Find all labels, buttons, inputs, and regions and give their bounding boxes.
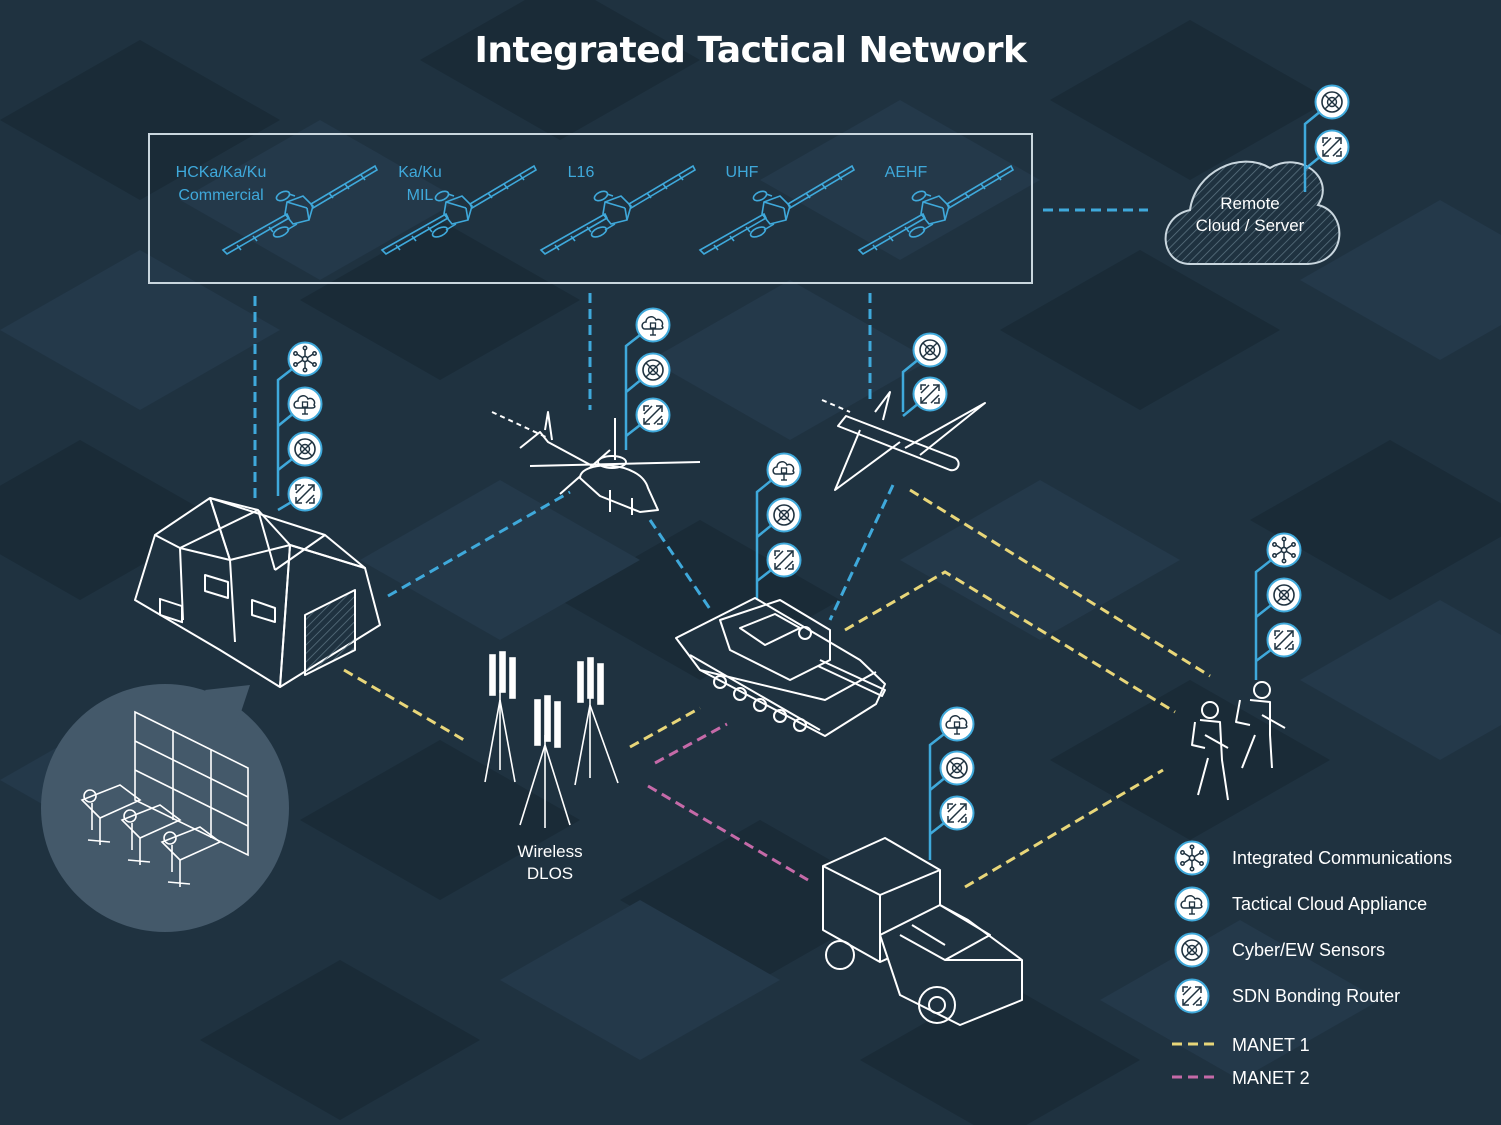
tower-label-line: DLOS: [526, 864, 574, 883]
manet2-links: [647, 722, 809, 882]
cyber-ew-sensor-icon: [766, 497, 802, 533]
satellite-label-line: HCKa/Ka/Ku: [175, 164, 267, 181]
legend-label: MANET 1: [1232, 1035, 1310, 1055]
cloud-label-line: Remote: [1220, 194, 1280, 213]
satellite-label-line: Commercial: [178, 187, 264, 204]
satellite-label-line: UHF: [725, 164, 759, 181]
operations-center-bubble: [41, 684, 289, 932]
sdn-router-icon: [287, 476, 323, 512]
integrated-comms-icon: [1266, 532, 1302, 568]
wireless-dlos-label: Wireless DLOS: [490, 841, 610, 885]
wireless-towers-illustration: [484, 651, 619, 828]
satellite-label-hcka: HCKa/Ka/Ku Commercial: [161, 161, 281, 207]
legend-item-cyber: Cyber/EW Sensors: [1172, 930, 1492, 970]
satellite-label-l16: L16: [541, 161, 621, 184]
legend-label: Tactical Cloud Appliance: [1232, 894, 1428, 914]
satellite-label-line: Ka/Ku: [398, 164, 442, 181]
drone-illustration: [821, 391, 986, 491]
satellite-links: [253, 208, 1148, 621]
cloud-label-line: Cloud / Server: [1195, 216, 1305, 235]
remote-cloud-label: Remote Cloud / Server: [1180, 193, 1320, 237]
legend-item-sdn: SDN Bonding Router: [1172, 976, 1492, 1016]
manet1-line-swatch: [1172, 1042, 1216, 1046]
legend-item-manet1: MANET 1: [1172, 1028, 1492, 1068]
satellite-label-line: AEHF: [884, 164, 928, 181]
legend-label: MANET 2: [1232, 1068, 1310, 1088]
tactical-cloud-icon: [939, 706, 975, 742]
sdn-router-icon: [635, 397, 671, 433]
tower-label-line: Wireless: [517, 842, 583, 861]
cyber-ew-sensor-icon: [287, 431, 323, 467]
legend-item-cloud: Tactical Cloud Appliance: [1172, 884, 1492, 924]
integrated-comms-icon: [287, 341, 323, 377]
humvee-illustration: [822, 837, 1023, 1026]
legend-label: Integrated Communications: [1232, 848, 1453, 868]
tank-illustration: [675, 597, 886, 737]
sdn-router-icon: [912, 376, 948, 412]
sdn-router-icon: [1266, 622, 1302, 658]
cyber-ew-sensor-icon: [912, 332, 948, 368]
diagram-title: Integrated Tactical Network: [474, 30, 1027, 71]
manet2-line-swatch: [1172, 1075, 1216, 1079]
sdn-router-icon: [766, 542, 802, 578]
integrated-comms-icon: [1174, 840, 1210, 876]
legend-item-manet2: MANET 2: [1172, 1061, 1492, 1101]
legend-label: Cyber/EW Sensors: [1232, 940, 1386, 960]
legend-item-integrated: Integrated Communications: [1172, 838, 1492, 878]
satellite-label-kaku-mil: Ka/Ku MIL: [370, 161, 470, 207]
capability-stack-lines: [276, 101, 1333, 860]
sdn-router-icon: [1174, 978, 1210, 1014]
cyber-ew-sensor-icon: [635, 352, 671, 388]
satellite-label-line: L16: [567, 164, 595, 181]
manet1-links: [343, 488, 1211, 889]
sdn-router-icon: [939, 795, 975, 831]
sdn-router-icon: [1314, 129, 1350, 165]
command-tent-illustration: [134, 497, 381, 688]
tactical-cloud-icon: [287, 386, 323, 422]
tactical-cloud-icon: [635, 307, 671, 343]
satellite-group-box: [148, 133, 1033, 284]
satellite-label-uhf: UHF: [702, 161, 782, 184]
soldiers-illustration: [1191, 681, 1286, 801]
cyber-ew-sensor-icon: [939, 750, 975, 786]
helicopter-illustration: [491, 411, 701, 515]
tactical-cloud-icon: [1174, 886, 1210, 922]
cyber-ew-sensor-icon: [1314, 84, 1350, 120]
satellite-label-aehf: AEHF: [866, 161, 946, 184]
cyber-ew-sensor-icon: [1174, 932, 1210, 968]
tactical-cloud-icon: [766, 452, 802, 488]
satellite-label-line: MIL: [406, 187, 434, 204]
remote-cloud-shape: [1164, 160, 1341, 265]
cyber-ew-sensor-icon: [1266, 577, 1302, 613]
legend-label: SDN Bonding Router: [1232, 986, 1401, 1006]
